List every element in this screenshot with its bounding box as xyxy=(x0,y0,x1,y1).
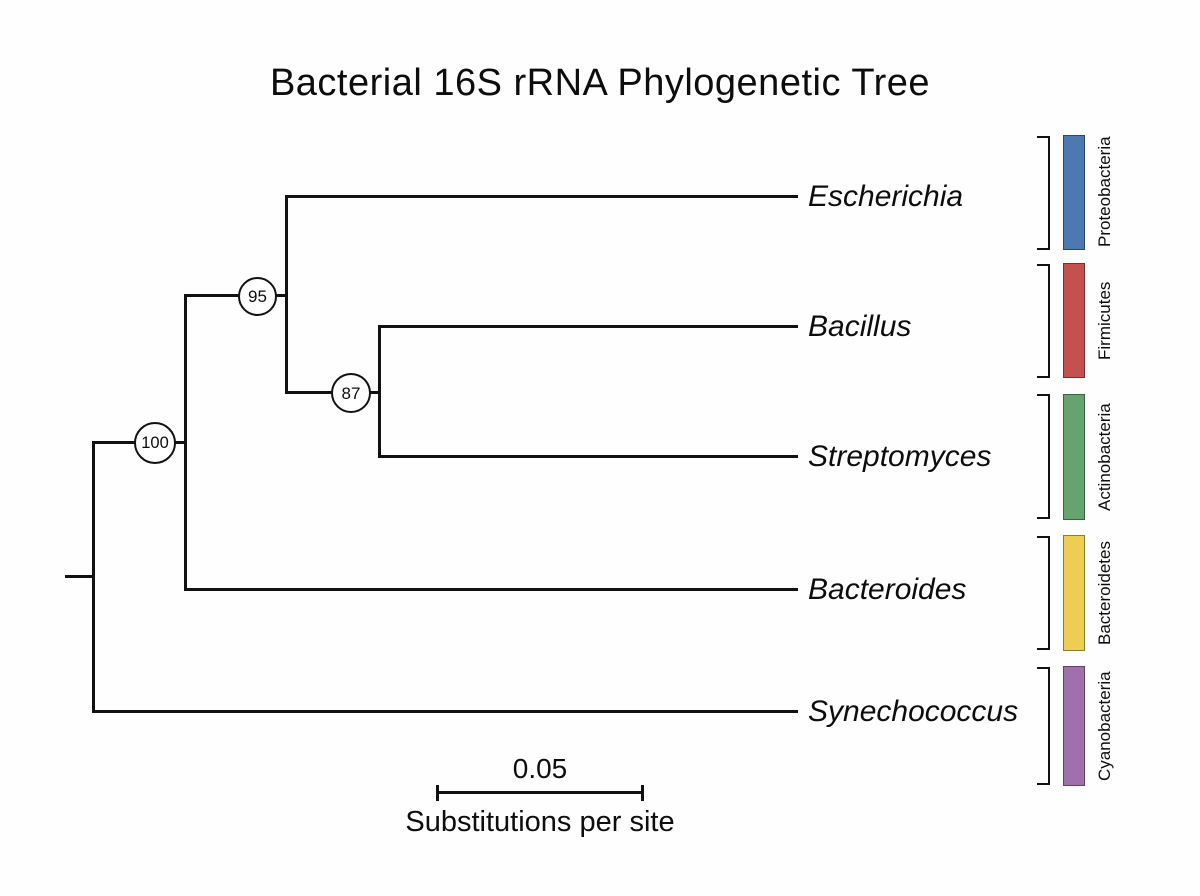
phylum-label-bacteroidetes: Bacteroidetes xyxy=(1095,541,1114,645)
taxon-branch-escherichia xyxy=(285,195,798,198)
scale-bar-left-tick xyxy=(436,785,439,801)
root-clade-line xyxy=(92,441,95,713)
phylum-label-proteobacteria: Proteobacteria xyxy=(1095,136,1114,248)
taxon-branch-streptomyces xyxy=(378,455,798,458)
taxon-label-escherichia: Escherichia xyxy=(808,180,964,213)
taxon-branch-bacillus xyxy=(378,325,798,328)
scale-bar-line xyxy=(437,791,643,794)
phylum-bracket-bacteroidetes xyxy=(1037,536,1050,650)
taxon-label-streptomyces: Streptomyces xyxy=(808,440,992,473)
figure-title: Bacterial 16S rRNA Phylogenetic Tree xyxy=(269,62,931,104)
phylum-bar-proteobacteria xyxy=(1063,135,1085,250)
phylum-label-actinobacteria: Actinobacteria xyxy=(1095,403,1114,511)
support-node-95: 95 xyxy=(238,277,277,316)
taxon-label-bacillus: Bacillus xyxy=(808,310,912,343)
root-edge xyxy=(65,575,94,578)
phylum-label-cyanobacteria: Cyanobacteria xyxy=(1095,671,1114,781)
support-node-100: 100 xyxy=(134,422,176,464)
phylum-label-firmicutes: Firmicutes xyxy=(1095,281,1114,361)
taxon-branch-bacteroides xyxy=(184,588,798,591)
scale-bar-right-tick xyxy=(641,785,644,801)
phylum-bracket-firmicutes xyxy=(1037,264,1050,378)
phylum-bar-cyanobacteria xyxy=(1063,666,1085,786)
clade-line-87 xyxy=(378,325,381,458)
scale-bar-caption: Substitutions per site xyxy=(405,806,675,838)
phylum-bar-actinobacteria xyxy=(1063,394,1085,520)
support-node-87: 87 xyxy=(331,373,371,413)
taxon-label-bacteroides: Bacteroides xyxy=(808,573,967,606)
taxon-label-synechococcus: Synechococcus xyxy=(808,695,1019,728)
taxon-branch-synechococcus xyxy=(92,710,798,713)
clade-line-100 xyxy=(184,294,187,591)
scale-bar-value: 0.05 xyxy=(512,753,568,784)
phylum-bar-firmicutes xyxy=(1063,263,1085,378)
phylum-bar-bacteroidetes xyxy=(1063,535,1085,651)
phylum-bracket-cyanobacteria xyxy=(1037,667,1050,785)
phylum-bracket-proteobacteria xyxy=(1037,136,1050,250)
internal-branch-95 xyxy=(184,294,288,297)
phylum-bracket-actinobacteria xyxy=(1037,394,1050,519)
clade-line-95 xyxy=(285,195,288,394)
